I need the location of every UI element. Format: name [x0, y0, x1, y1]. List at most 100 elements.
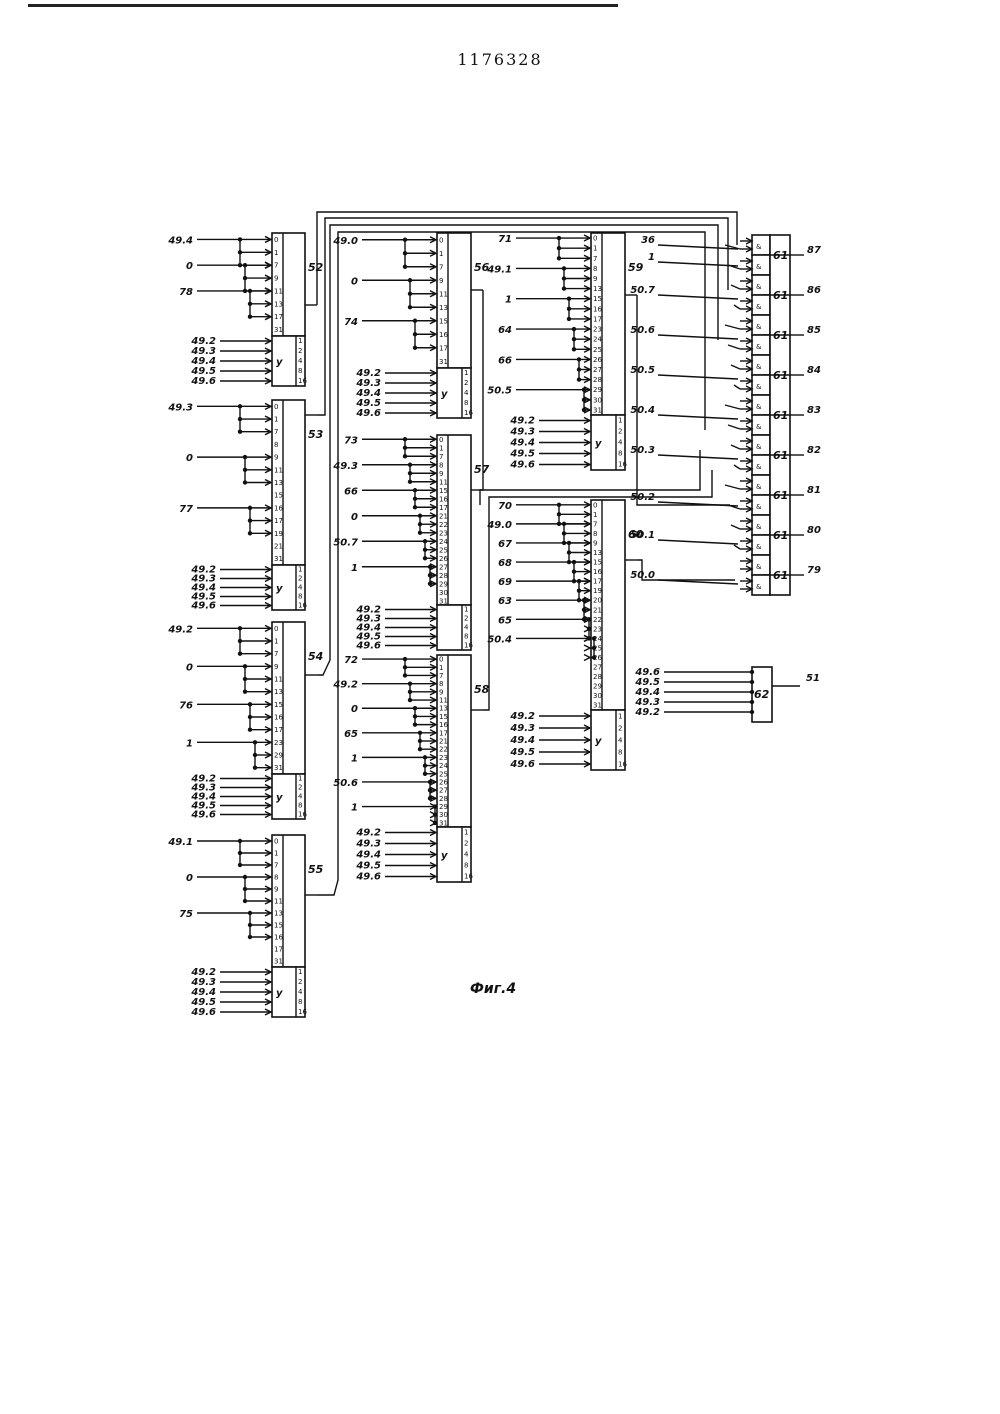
decoder-weight: 4	[464, 389, 469, 397]
pin-label: 17	[274, 726, 283, 734]
decoder-weight: 8	[464, 862, 468, 870]
pin-label: 7	[439, 453, 443, 461]
pin-label: 17	[274, 517, 283, 525]
input-label: 49.4	[167, 235, 193, 246]
decoder-letter: у	[276, 793, 283, 804]
pin-label: 29	[593, 386, 602, 394]
decoder-letter: у	[276, 584, 283, 595]
input-label: 0	[186, 261, 193, 272]
decoder-weight: 4	[298, 357, 303, 365]
pin-label: 13	[593, 549, 602, 557]
input-label: 50.4	[487, 634, 512, 645]
cell-number: 61	[773, 409, 788, 422]
and-gate-symbol: &	[756, 283, 762, 291]
and-gate-symbol: &	[756, 363, 762, 371]
or-output-label: 51	[806, 673, 820, 684]
pin-label: 15	[274, 701, 283, 709]
input-label: 77	[179, 504, 193, 515]
input-label: 50.7	[333, 537, 358, 548]
mux-block-57: 5701789111516172122232425262728293031124…	[332, 435, 489, 652]
pin-label: 7	[274, 428, 278, 436]
array-input-label: 50.4	[630, 405, 655, 416]
input-label: 0	[186, 453, 193, 464]
array-input-label: 50.2	[630, 492, 655, 503]
mux-block-60: 60у0178913151617192021222324252627282930…	[486, 500, 643, 770]
pin-label: 26	[439, 555, 448, 563]
cross-wire	[734, 545, 740, 549]
array-input-wire	[658, 295, 738, 299]
mux-block-55: 55у0178911131516173112481649.107549.249.…	[167, 835, 323, 1018]
array-input-label: 50.0	[630, 570, 655, 581]
pin-label: 16	[593, 305, 602, 313]
input-label: 65	[344, 729, 358, 740]
pin-label: 16	[439, 721, 448, 729]
input-label: 0	[351, 276, 358, 287]
pin-label: 27	[593, 664, 602, 672]
pin-label: 0	[593, 235, 597, 243]
input-label: 1	[351, 563, 358, 574]
input-label: 68	[498, 558, 512, 569]
pin-label: 21	[439, 512, 448, 520]
pin-label: 15	[439, 713, 448, 721]
output-label: 85	[807, 325, 821, 336]
input-label: 1	[505, 295, 512, 306]
input-arrow	[584, 655, 590, 661]
pin-label: 15	[593, 559, 602, 567]
pin-label: 9	[274, 275, 278, 283]
array-input-wire	[658, 335, 738, 339]
block-number: 55	[308, 863, 324, 876]
pin-label: 7	[439, 672, 443, 680]
input-label: 76	[179, 700, 193, 711]
pin-label: 31	[274, 326, 283, 334]
input-label: 75	[179, 909, 193, 920]
bus-wire	[480, 490, 483, 505]
pin-label: 22	[593, 616, 602, 624]
decoder-weight: 4	[618, 736, 623, 744]
decoder-input-label: 49.2	[509, 416, 535, 427]
decoder-weight: 1	[464, 605, 468, 613]
pin-label: 13	[439, 705, 448, 713]
output-label: 86	[807, 285, 821, 296]
pin-label: 8	[593, 530, 597, 538]
input-label: 73	[344, 435, 358, 446]
pin-label: 30	[439, 811, 448, 819]
decoder-weight: 16	[298, 377, 307, 385]
pin-label: 24	[593, 336, 602, 344]
block-number: 52	[308, 261, 324, 274]
and-gate-symbol: &	[756, 523, 762, 531]
input-label: 50.5	[487, 386, 512, 397]
pin-label: 24	[439, 762, 448, 770]
decoder-input-label: 49.6	[190, 376, 216, 387]
pin-label: 16	[439, 495, 448, 503]
pin-label: 7	[439, 263, 443, 271]
and-gate-symbol: &	[756, 303, 762, 311]
input-label: 0	[186, 662, 193, 673]
and-gate-symbol: &	[756, 443, 762, 451]
pin-label: 15	[274, 922, 283, 930]
mux-block-52: 52у01791113173112481649.407849.249.349.4…	[167, 233, 323, 387]
mux-block-54: 54у0179111315161723293112481649.2076149.…	[167, 622, 323, 821]
pin-label: 7	[274, 862, 278, 870]
pin-label: 8	[593, 265, 597, 273]
decoder-weight: 8	[298, 592, 302, 600]
pin-label: 13	[274, 300, 283, 308]
decoder-weight: 4	[464, 623, 469, 631]
pin-label: 17	[274, 313, 283, 321]
pin-label: 25	[439, 546, 448, 554]
pin-label: 16	[274, 504, 283, 512]
pin-label: 1	[274, 850, 278, 858]
decoder-input-label: 49.6	[190, 810, 216, 821]
cross-wire	[731, 285, 740, 289]
multiplexer-blocks: 52у01791113173112481649.407849.249.349.4…	[167, 233, 643, 1018]
decoder-input-label: 49.6	[355, 408, 381, 419]
array-input-wire	[658, 375, 738, 379]
pin-label: 13	[274, 688, 283, 696]
input-label: 49.2	[332, 680, 358, 691]
input-arrow	[584, 645, 590, 651]
array-input-wire	[658, 455, 738, 459]
cross-wire	[734, 385, 740, 389]
pin-label: 13	[593, 285, 602, 293]
pin-label: 9	[593, 275, 597, 283]
pin-label: 1	[274, 416, 278, 424]
decoder-weight: 4	[298, 988, 303, 996]
